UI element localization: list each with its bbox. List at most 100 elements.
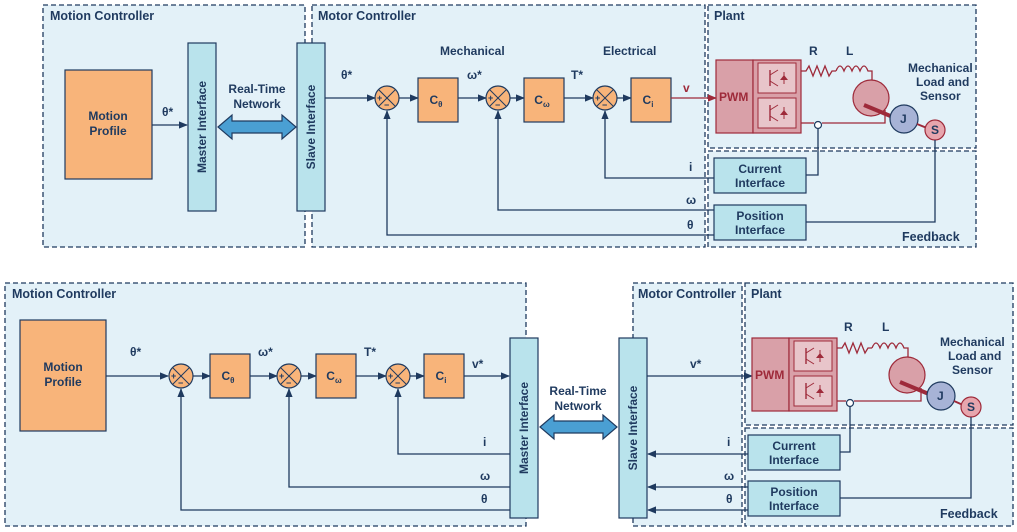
top-motor-controller-title: Motor Controller xyxy=(318,9,416,23)
top-omega-star-label: ω* xyxy=(467,68,482,82)
svg-text:−: − xyxy=(602,100,607,110)
bottom-motor-controller-region xyxy=(632,282,743,527)
top-r-label: R xyxy=(809,44,818,58)
top-j-label: J xyxy=(900,112,907,126)
top-position-interface-block xyxy=(713,204,807,241)
svg-text:+: + xyxy=(595,93,600,103)
svg-text:+: + xyxy=(488,93,493,103)
bottom-inertia-j xyxy=(926,381,956,411)
top-position-sense-wire xyxy=(806,140,936,223)
svg-text:Cω: Cω xyxy=(534,93,550,109)
top-speed-feedback-wire xyxy=(494,110,714,211)
bottom-current-interface-block xyxy=(747,434,841,471)
bottom-v-star-in-label: v* xyxy=(690,357,702,371)
bottom-c-theta-block: Cθ xyxy=(209,353,251,399)
bottom-l-label: L xyxy=(882,320,889,334)
top-plant-title: Plant xyxy=(714,9,745,23)
bottom-sum-junction-3: + − xyxy=(385,363,411,389)
bottom-position-interface-line1: Position xyxy=(770,485,817,499)
bottom-omega-left-label: ω xyxy=(480,469,490,483)
bottom-j-label: J xyxy=(937,389,944,403)
bottom-motion-profile-block xyxy=(19,319,107,432)
top-i-label: i xyxy=(689,160,692,174)
bottom-theta-right-label: θ xyxy=(726,492,733,506)
bottom-sum-junction-1: + − xyxy=(168,363,194,389)
top-motor-controller-region xyxy=(311,4,706,248)
svg-text:−: − xyxy=(395,378,400,388)
top-pwm-label: PWM xyxy=(719,90,748,104)
svg-text:Cθ: Cθ xyxy=(222,369,235,385)
bottom-network-arrow xyxy=(539,413,618,441)
bottom-current-sense-node xyxy=(845,398,855,408)
bottom-position-feedback-wire xyxy=(177,388,510,511)
bottom-speed-feedback-wire xyxy=(285,388,510,488)
bottom-i-left-label: i xyxy=(483,435,486,449)
top-inductor xyxy=(835,65,873,84)
top-network-arrow xyxy=(217,113,297,141)
top-pwm-block xyxy=(715,59,754,134)
top-current-sense-node xyxy=(813,120,823,130)
top-sum-junction-1: + − xyxy=(374,85,400,111)
top-position-feedback-wire xyxy=(383,110,714,236)
bottom-motion-controller-title: Motion Controller xyxy=(12,287,116,301)
svg-text:+: + xyxy=(377,93,382,103)
top-v-label: v xyxy=(683,81,690,95)
top-c-theta-block: Cθ xyxy=(417,77,459,123)
top-inverter-block xyxy=(752,59,802,134)
top-c-omega-block: Cω xyxy=(523,77,565,123)
svg-text:Cθ: Cθ xyxy=(430,93,443,109)
bottom-mechanical-load-line3: Sensor xyxy=(952,363,993,377)
svg-text:+: + xyxy=(388,371,393,381)
bottom-theta-star-label: θ* xyxy=(130,345,141,359)
top-l-label: L xyxy=(846,44,853,58)
svg-text:−: − xyxy=(286,378,291,388)
svg-text:+: + xyxy=(279,371,284,381)
bottom-diagram: Motion Controller Motor Controller Plant… xyxy=(4,282,1014,527)
bottom-network-line1: Real-Time xyxy=(549,384,606,398)
top-mechanical-load-line1: Mechanical xyxy=(908,61,973,75)
top-theta-star-out-label: θ* xyxy=(162,105,173,119)
bottom-v-star-out-label: v* xyxy=(472,357,484,371)
top-position-interface-line1: Position xyxy=(736,209,783,223)
top-current-interface-line2: Interface xyxy=(735,176,785,190)
top-sum-junction-2: + − xyxy=(485,85,511,111)
top-s-label: S xyxy=(931,123,939,137)
bottom-network-line2: Network xyxy=(554,399,602,413)
bottom-inverter-block xyxy=(788,337,838,412)
bottom-master-interface-block xyxy=(509,337,539,519)
top-current-feedback-wire xyxy=(601,110,714,179)
bottom-slave-interface-block xyxy=(618,337,648,519)
top-current-interface-block xyxy=(713,157,807,194)
top-motion-profile-block xyxy=(64,69,153,180)
top-position-interface-line2: Interface xyxy=(735,223,785,237)
bottom-resistor xyxy=(837,341,872,355)
bottom-position-interface-line2: Interface xyxy=(769,499,819,513)
top-current-interface-line1: Current xyxy=(738,162,781,176)
bottom-r-label: R xyxy=(844,320,853,334)
bottom-omega-star-label: ω* xyxy=(258,345,273,359)
bottom-position-sense-wire xyxy=(840,417,972,499)
bottom-plant-title: Plant xyxy=(751,287,782,301)
top-motion-controller-title: Motion Controller xyxy=(50,9,154,23)
bottom-omega-right-label: ω xyxy=(724,469,734,483)
bottom-s-label: S xyxy=(967,400,975,414)
top-mechanical-load-line2: Load and xyxy=(916,75,969,89)
bottom-motion-profile-line2: Profile xyxy=(44,375,82,389)
top-theta-label: θ xyxy=(687,218,694,232)
bottom-pwm-block xyxy=(751,337,790,412)
svg-text:−: − xyxy=(495,100,500,110)
svg-text:+: + xyxy=(171,371,176,381)
top-current-sense-wire xyxy=(806,129,819,176)
top-electrical-header: Electrical xyxy=(603,44,656,58)
top-slave-interface-label: Slave Interface xyxy=(304,84,318,169)
top-master-interface-block xyxy=(187,42,217,212)
top-inertia-j xyxy=(889,104,919,134)
svg-text:Ci: Ci xyxy=(436,369,447,385)
bottom-feedback-title: Feedback xyxy=(940,507,998,521)
top-t-star-label: T* xyxy=(571,68,583,82)
bottom-pwm-label: PWM xyxy=(755,368,784,382)
bottom-current-feedback-wire xyxy=(394,388,510,455)
bottom-current-interface-line2: Interface xyxy=(769,453,819,467)
top-mechanical-load-line3: Sensor xyxy=(920,89,961,103)
svg-text:−: − xyxy=(178,378,183,388)
